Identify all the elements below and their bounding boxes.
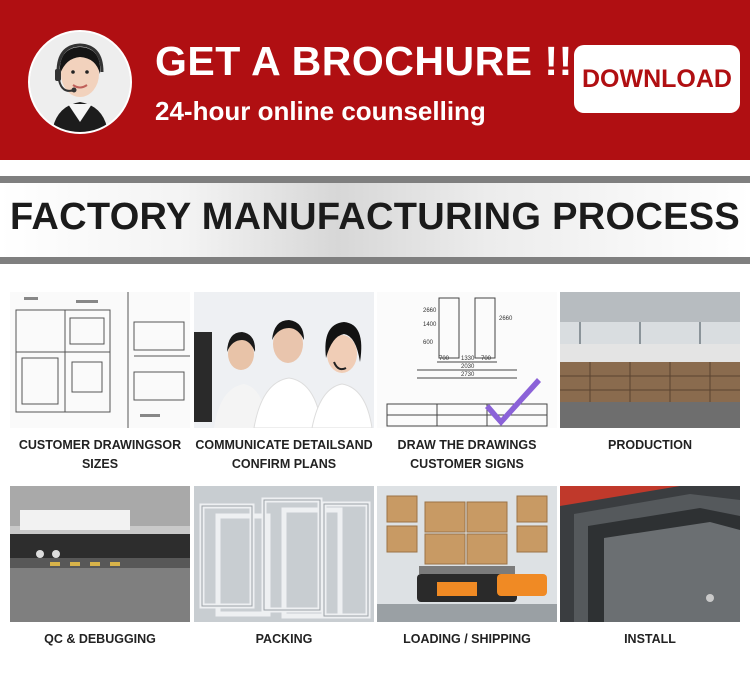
brochure-banner: GET A BROCHURE !! 24-hour online counsel… [0,0,750,160]
counselling-subline: 24-hour online counselling [155,96,486,126]
title-band [0,183,750,257]
drawing-width-1: 700 [439,356,450,362]
step-production: PRODUCTION [560,292,740,455]
factory-floor-image [560,292,740,428]
drawing-height-3: 600 [423,340,434,346]
window-frame-image [560,486,740,622]
step-caption-line1: COMMUNICATE DETAILSAND [195,438,373,452]
step-caption-line1: PACKING [255,632,313,646]
step-caption-line1: PRODUCTION [607,438,693,452]
step-loading-shipping: LOADING / SHIPPING [377,486,557,649]
aluminum-frames-image [194,486,374,622]
drawing-height-1: 2660 [423,308,437,314]
brochure-headline: GET A BROCHURE !! [155,38,573,84]
download-button[interactable]: DOWNLOAD [574,45,740,113]
floor-plan-drawing-image [10,292,190,428]
support-agent-icon [30,32,130,132]
step-caption-line2: CUSTOMER SIGNS [410,457,524,471]
drawing-height-4: 2660 [499,316,513,322]
step-caption-line2: CONFIRM PLANS [231,457,337,471]
step-customer-drawings: CUSTOMER DRAWINGSOR SIZES [10,292,190,474]
warehouse-robot-image [377,486,557,622]
step-caption-line1: LOADING / SHIPPING [403,632,531,646]
title-band-bottom-rule [0,257,750,264]
step-caption-line1: INSTALL [624,632,676,646]
step-caption-line1: CUSTOMER DRAWINGSOR [18,438,182,452]
step-communicate-details: COMMUNICATE DETAILSAND CONFIRM PLANS [194,292,374,474]
title-band-top-rule [0,176,750,183]
step-draw-drawings: 2660 1400 600 2660 700 1330 700 2030 273… [377,292,557,474]
drawing-width-2: 1330 [461,356,475,362]
step-packing: PACKING [194,486,374,649]
step-install: INSTALL [560,486,740,649]
drawing-height-2: 1400 [423,322,437,328]
drawing-width-5: 2730 [461,372,475,378]
window-drawing-image: 2660 1400 600 2660 700 1330 700 2030 273… [377,292,557,428]
drawing-width-4: 2030 [461,364,475,370]
support-agent-avatar [28,30,132,134]
section-title: FACTORY MANUFACTURING PROCESS [9,196,741,238]
machine-inspection-image [10,486,190,622]
call-center-agents-image [194,292,374,428]
step-qc-debugging: QC & DEBUGGING [10,486,190,649]
step-caption-line1: QC & DEBUGGING [44,632,156,646]
checkmark-icon [485,378,541,426]
step-caption-line1: DRAW THE DRAWINGS [397,438,537,452]
step-caption-line2: SIZES [81,457,119,471]
drawing-width-3: 700 [481,356,492,362]
